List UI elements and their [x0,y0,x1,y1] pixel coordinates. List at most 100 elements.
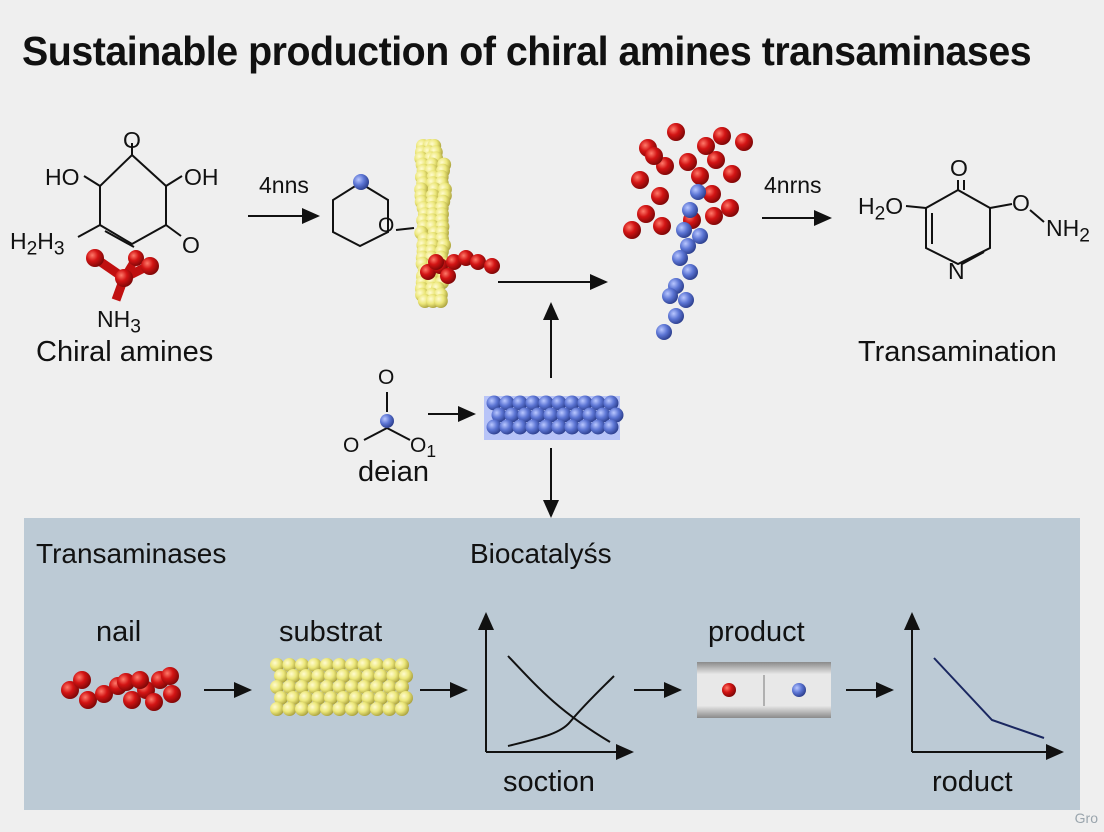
red-atom [484,258,500,274]
watermark: Gro [1074,810,1098,826]
red-atom [440,268,456,284]
yellow-atom [336,691,351,705]
red-atom [705,207,723,225]
blue-atom [486,395,502,411]
yellow-atom [324,669,338,683]
yellow-atom [361,691,376,705]
red-atom [637,205,655,223]
small-o-top-label: O [378,366,395,389]
page-title: Sustainable production of chiral amines … [22,28,1032,74]
plot-2-line [933,657,1045,739]
yellow-atom [274,691,288,705]
transamination-caption: Transamination [858,336,1057,368]
yellow-atom [382,702,397,716]
yellow-atom [349,691,363,705]
blue-atom [499,419,515,435]
blue-atom [564,395,580,411]
yellow-atom [395,658,409,672]
blue-atom [603,395,619,411]
yellow-atom [320,680,334,694]
blue-atom [590,395,606,411]
nh3-red-fragment [86,249,159,302]
blue-atom [603,419,619,435]
yellow-atom [374,691,388,705]
yellow-atom [270,658,284,672]
yellow-atom [386,669,401,683]
yellow-atom [374,669,388,683]
blue-atom [569,407,585,423]
yellow-atom [399,691,413,705]
left-h2h3-label: H2H3 [10,228,65,260]
blue-atom [525,395,541,411]
yellow-atom [282,702,297,716]
yellow-atom [336,669,351,683]
yellow-atom [295,658,309,672]
oxane-ring [332,181,415,248]
nail-red-chain [61,667,181,711]
roduct-plot [904,612,1064,760]
arrow-2-label: 4nrns [764,172,822,198]
red-atom [713,127,731,145]
yellow-atom [395,680,409,694]
red-atom [61,681,79,699]
red-atom [161,667,179,685]
yellow-atom [286,691,301,705]
roduct-label: roduct [932,766,1013,798]
right-h2o-label: H2O [858,193,904,225]
blue-atom [672,250,688,266]
blue-atom [577,419,593,435]
left-oh-label: OH [184,164,219,190]
red-atom [631,171,649,189]
blue-atom [680,238,696,254]
yellow-atom [345,658,359,672]
right-nh2-label: NH2 [1046,215,1090,247]
blue-atom [682,264,698,280]
red-atom [651,187,669,205]
red-atom [470,254,486,270]
small-molecule-blue-atom [380,414,394,428]
pyridine-structure [905,180,1045,266]
substrat-yellow-block [270,658,413,716]
yellow-atom [307,680,322,694]
product-tube [697,662,831,718]
blue-atom [676,222,692,238]
yellow-atom [274,669,288,683]
red-atom [117,673,135,691]
yellow-atom [357,658,372,672]
blue-atom [499,395,515,411]
right-n-label: N [948,258,965,284]
yellow-atom [349,669,363,683]
left-o2-label: O [182,232,200,258]
yellow-atom [361,669,376,683]
small-molecule [363,392,411,441]
blue-atom [582,407,598,423]
yellow-atom [307,658,322,672]
small-o1-label: O1 [410,434,437,462]
transaminases-panel [24,518,1080,810]
yellow-atom [320,702,334,716]
blue-atom [668,308,684,324]
red-atom [679,153,697,171]
transaminases-heading: Transaminases [36,538,227,569]
red-atom [723,165,741,183]
plot-1-descending-line [507,655,611,743]
red-atom [79,691,97,709]
blue-atom [504,407,520,423]
blue-atom [517,407,533,423]
ring-blue-atom [353,174,369,190]
blue-atom [530,407,546,423]
right-o2-label: O [1012,190,1030,216]
blue-membrane [486,395,624,435]
yellow-atom [332,658,347,672]
left-o-label: O [123,127,141,153]
red-atom [428,254,444,270]
plot-1-ascending-line [507,675,615,747]
red-atom [707,151,725,169]
blue-atom [692,228,708,244]
left-nh3-label: NH3 [97,306,141,338]
yellow-atom [295,702,309,716]
blue-atom [551,419,567,435]
yellow-atom [370,658,384,672]
blue-atom [595,407,611,423]
substrat-label: substrat [279,616,383,648]
